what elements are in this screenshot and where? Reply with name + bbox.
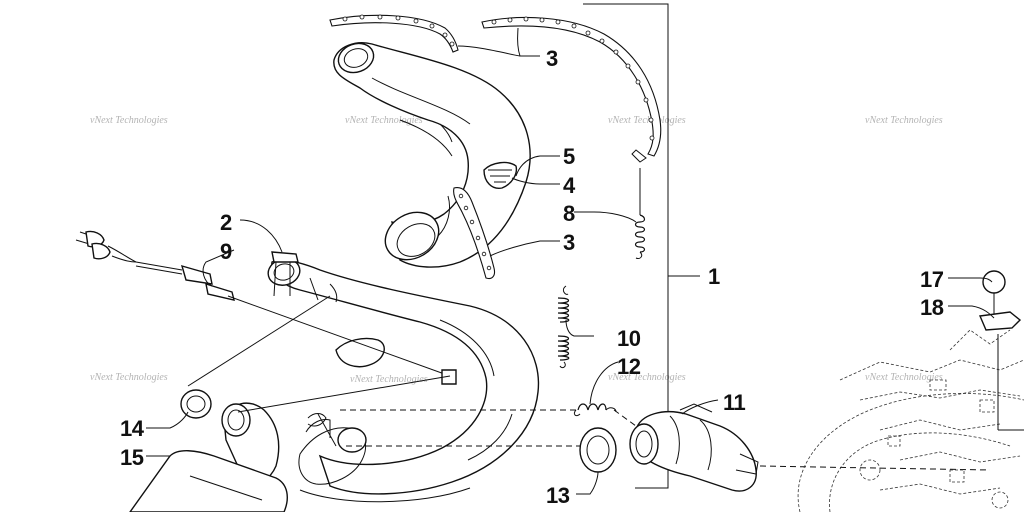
watermark: vNext Technologies bbox=[350, 374, 428, 385]
spring-10-upper bbox=[557, 285, 570, 323]
leader-lines bbox=[146, 27, 995, 495]
watermark: vNext Technologies bbox=[865, 115, 943, 126]
temperature-sensor bbox=[75, 230, 457, 385]
watermark-group: vNext Technologies vNext Technologies vN… bbox=[90, 115, 943, 385]
watermark: vNext Technologies bbox=[90, 372, 168, 383]
watermark: vNext Technologies bbox=[608, 115, 686, 126]
muffler-15 bbox=[129, 402, 288, 512]
callout-numbers: 1 2 3 3 4 5 8 9 10 11 12 13 14 15 17 18 bbox=[120, 46, 944, 508]
watermark: vNext Technologies bbox=[90, 115, 168, 126]
watermark: vNext Technologies bbox=[608, 372, 686, 383]
gasket-14 bbox=[180, 389, 212, 419]
callout-2: 2 bbox=[220, 210, 232, 235]
alignment-lines bbox=[340, 409, 991, 471]
engine-ghost bbox=[797, 329, 1024, 512]
watermark: vNext Technologies bbox=[345, 115, 423, 126]
callout-9: 9 bbox=[220, 239, 232, 264]
assembly-bracket bbox=[583, 3, 700, 489]
spring-10-lower bbox=[557, 335, 570, 369]
callout-3-middle: 3 bbox=[563, 230, 575, 255]
mounting-strap-upper-right bbox=[481, 16, 662, 163]
bracket-18 bbox=[978, 311, 1022, 331]
callout-1: 1 bbox=[708, 264, 720, 289]
knob-17 bbox=[982, 270, 1006, 318]
callout-15: 15 bbox=[120, 445, 144, 470]
callout-12: 12 bbox=[617, 354, 641, 379]
mounting-strap-middle bbox=[453, 187, 496, 280]
watermark: vNext Technologies bbox=[865, 372, 943, 383]
seal-ring-13 bbox=[579, 427, 617, 473]
callout-10: 10 bbox=[617, 326, 641, 351]
spring-12 bbox=[573, 403, 617, 417]
callout-5: 5 bbox=[563, 144, 575, 169]
callout-18: 18 bbox=[920, 295, 944, 320]
mount-grommet bbox=[271, 251, 299, 297]
callout-4: 4 bbox=[563, 173, 576, 198]
callout-3-upper: 3 bbox=[546, 46, 558, 71]
callout-17: 17 bbox=[920, 267, 944, 292]
exhaust-coupler-11 bbox=[629, 403, 759, 492]
callout-11: 11 bbox=[723, 390, 746, 415]
callout-14: 14 bbox=[120, 416, 145, 441]
spring-8 bbox=[634, 168, 646, 259]
expansion-chamber-upper bbox=[333, 42, 531, 268]
pipe-clamp bbox=[307, 413, 337, 447]
callout-8: 8 bbox=[563, 201, 575, 226]
mounting-strap-upper-left bbox=[329, 14, 459, 53]
callout-13: 13 bbox=[546, 483, 570, 508]
